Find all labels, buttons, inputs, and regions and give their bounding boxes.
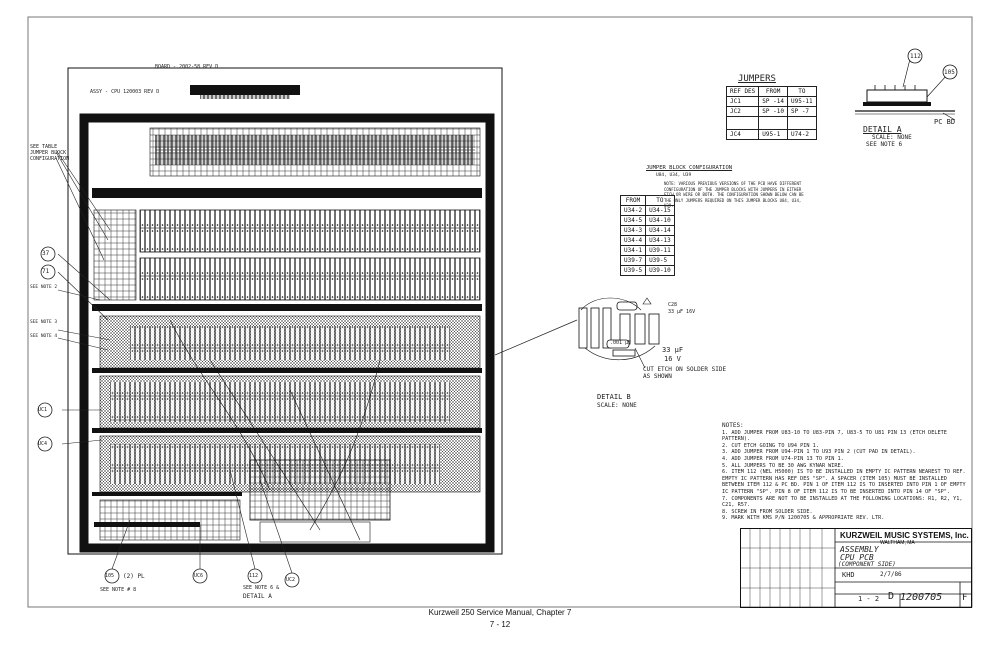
- title-block-city: WALTHAM, MA: [880, 540, 915, 546]
- callout-note-3: SEE NOTE 3: [30, 320, 58, 325]
- detail-b-drawing: [495, 297, 660, 369]
- pcb-assembly-drawing: [67, 67, 503, 555]
- detail-b-c28: C28: [668, 302, 678, 308]
- jumper-block-note: NOTE: VARIOUS PREVIOUS VERSIONS OF THE P…: [664, 181, 804, 209]
- detail-a-part-112: 112: [910, 53, 921, 60]
- title-block-drawn: KHD: [842, 571, 855, 579]
- bubble-uc2: UC2: [286, 577, 296, 583]
- callout-105-note: SEE NOTE # 8: [100, 587, 137, 593]
- detail-a-drawing: [855, 48, 958, 121]
- left-leader-lines: [37, 149, 111, 452]
- callout-uc1: UC1: [38, 407, 48, 413]
- board-label: BOARD - 2002-58 REV D: [155, 64, 219, 70]
- detail-b-scale: SCALE: NONE: [597, 402, 637, 409]
- bubble-uc6: UC6: [194, 573, 204, 579]
- title-block-size: D: [888, 591, 895, 602]
- callout-112-note: SEE NOTE 6 &: [243, 585, 280, 591]
- title-block-title-2: CPU PCB: [840, 553, 874, 562]
- title-block-company: KURZWEIL MUSIC SYSTEMS, Inc.: [840, 531, 969, 540]
- detail-b-cap-voltage: 16 V: [664, 355, 681, 363]
- note-item: 5. ALL JUMPERS TO BE 30 AWG KYNAR WIRE.: [722, 462, 844, 469]
- jumpers-header: TO: [786, 86, 817, 97]
- title-block-rev: F: [962, 593, 968, 603]
- notes-block: NOTES: 1. ADD JUMPER FROM U83-10 TO U83-…: [722, 422, 968, 522]
- detail-b-cut-note: CUT ETCH ON SOLDER SIDE AS SHOWN: [643, 366, 727, 380]
- callout-71: 71: [42, 268, 50, 275]
- detail-b-title: DETAIL B: [597, 393, 631, 401]
- note-item: 9. MARK WITH KMS P/N 1200705 & APPROPRIA…: [722, 515, 885, 522]
- note-item: 4. ADD JUMPER FROM U74-PIN 13 TO PIN 1.: [722, 455, 844, 462]
- callout-note-2: SEE NOTE 2: [30, 285, 58, 290]
- detail-a-title: DETAIL A: [863, 125, 902, 134]
- title-block-number: 1200705: [900, 592, 943, 603]
- bubble-105: 105: [105, 573, 115, 579]
- footer-title: Kurzweil 250 Service Manual, Chapter 7: [428, 608, 572, 617]
- table-row: [725, 116, 817, 130]
- title-block-grid: [740, 528, 972, 608]
- callout-note-4: SEE NOTE 4: [30, 334, 58, 339]
- note-item: 1. ADD JUMPER FROM U83-10 TO U83-PIN 7, …: [722, 429, 947, 443]
- bubble-112: 112: [249, 573, 259, 579]
- title-block-title-3: (COMPONENT SIDE): [838, 561, 896, 568]
- jumpers-header: REF DES: [725, 86, 760, 97]
- detail-a-part-105: 105: [944, 69, 955, 76]
- jumper-block-subtitle: U84, U34, U39: [656, 173, 692, 178]
- note-item: 7. COMPONENTS ARE NOT TO BE INSTALLED AT…: [722, 495, 963, 509]
- callout-105-qty: (2) PL: [123, 573, 145, 580]
- jumper-block-header: FROM: [619, 195, 647, 206]
- detail-a-pcbd: PC BD: [934, 118, 956, 126]
- callout-jumper-table: SEE TABLE JUMPER BLOCK CONFIGURATION: [30, 144, 70, 162]
- jumpers-header: FROM: [758, 86, 788, 97]
- callout-37: 37: [42, 250, 50, 257]
- jumper-block-title: JUMPER BLOCK CONFIGURATION: [646, 165, 733, 171]
- callout-112-detail: DETAIL A: [243, 593, 272, 600]
- note-item: 3. ADD JUMPER FROM U94-PIN 1 TO U93 PIN …: [722, 449, 916, 456]
- callout-uc4: UC4: [38, 441, 48, 447]
- detail-b-c27-val: .001 µF: [610, 340, 632, 346]
- note-item: 6. ITEM 112 (NEL H5000) IS TO BE INSTALL…: [722, 469, 966, 495]
- title-block-sheet: 1 - 2: [858, 595, 880, 603]
- detail-b-cap-value: 33 µF: [662, 346, 684, 354]
- footer-page: 7 - 12: [489, 620, 511, 629]
- detail-b-c28-val: 33 µF 16V: [668, 309, 696, 315]
- jumpers-title: JUMPERS: [738, 74, 776, 84]
- assy-label: ASSY - CPU 120003 REV D: [90, 89, 160, 95]
- notes-title: NOTES:: [722, 422, 744, 429]
- jumper-block-header: TO: [645, 195, 675, 206]
- title-block-date: 2/7/86: [880, 571, 902, 578]
- bottom-leader-lines: [104, 469, 300, 588]
- title-block-title-1: ASSEMBLY: [840, 545, 879, 554]
- detail-a-scale: SCALE: NONE: [872, 134, 912, 141]
- note-item: 8. SCREW IN FROM SOLDER SIDE.: [722, 508, 813, 515]
- note-item: 2. CUT ETCH GOING TO U94 PIN 1.: [722, 442, 819, 449]
- detail-a-note: SEE NOTE 6: [866, 141, 903, 148]
